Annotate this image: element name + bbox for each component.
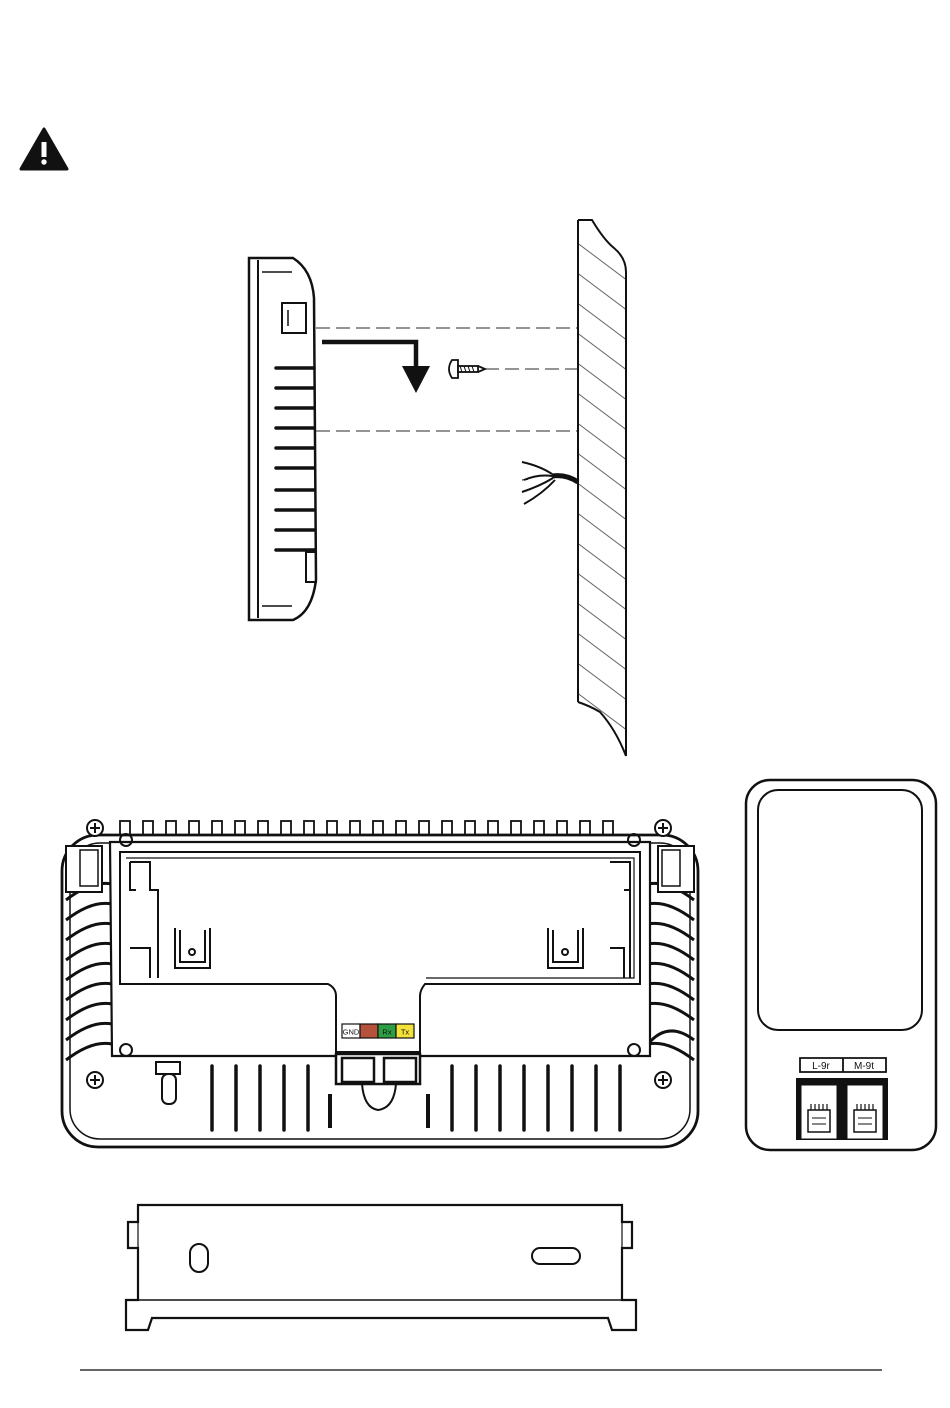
device-side-view [249,258,316,620]
terminal-gnd-label: GND [343,1028,360,1037]
rj-jack-module: L-9r M-9t [746,780,936,1150]
rj-jack-right [848,1086,882,1138]
wall-section [560,220,640,770]
device-rear-view [62,820,698,1147]
screw-icon [449,360,485,378]
rj-jack-right-label: M-9t [854,1061,874,1072]
warning-icon [21,129,67,169]
terminal-tx-label: Tx [401,1028,410,1037]
mounting-bracket [126,1205,636,1330]
rj-jack-left-label: L-9r [812,1061,830,1072]
wires-icon [522,462,578,504]
down-arrow-icon [322,342,430,393]
terminal-rx-label: Rx [382,1028,391,1037]
rj-jack-left [802,1086,836,1138]
terminal-block: GND Rx Tx [342,1024,414,1038]
